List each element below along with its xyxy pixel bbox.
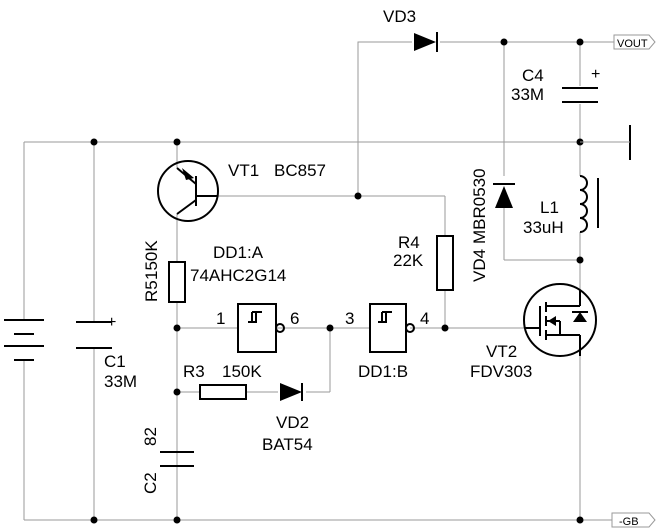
c4-polarity: +	[591, 66, 600, 83]
port-gb: -GB	[611, 512, 656, 528]
c4-value: 33M	[511, 85, 544, 104]
vd4-value: MBR0530	[470, 168, 489, 244]
diode-vd4: VD4 MBR0530	[470, 168, 515, 282]
r4-value: 22K	[393, 251, 424, 270]
resistor-r5: R5 150K	[142, 240, 186, 303]
battery-symbol	[4, 319, 44, 361]
c1-ref: C1	[104, 352, 126, 371]
gb-label: -GB	[619, 516, 639, 528]
mosfet-vt2: VT2 FDV303	[470, 283, 597, 381]
diode-vd2: VD2 BAT54	[262, 383, 313, 454]
vt1-ref: VT1	[228, 161, 259, 180]
l1-value: 33uH	[523, 218, 564, 237]
capacitor-c1: + C1 33M	[76, 314, 137, 391]
c1-polarity: +	[107, 314, 116, 331]
dd1a-pin1: 1	[216, 309, 225, 328]
gate-dd1a: DD1:A 74AHC2G14 1 6	[190, 243, 299, 353]
resistor-r3: R3 150K	[183, 362, 262, 400]
vd2-value: BAT54	[262, 435, 313, 454]
c4-ref: C4	[522, 66, 544, 85]
r5-ref: R5	[142, 280, 161, 302]
gate-dd1b: DD1:B 3 4	[345, 303, 429, 381]
vt1-value: BC857	[274, 161, 326, 180]
vd4-ref: VD4	[470, 249, 489, 282]
rail-terminal	[580, 125, 631, 160]
c2-ref: C2	[141, 472, 160, 494]
dd1a-ref: DD1:A	[213, 243, 264, 262]
r3-value: 150K	[222, 362, 262, 381]
dd1b-pin3: 3	[345, 309, 354, 328]
dd1a-value: 74AHC2G14	[190, 266, 286, 285]
transistor-vt1: VT1 BC857	[157, 160, 326, 222]
r3-ref: R3	[183, 362, 205, 381]
resistor-r4: R4 22K	[393, 233, 454, 291]
c1-value: 33M	[104, 372, 137, 391]
r5-value: 150K	[142, 240, 161, 280]
vt2-value: FDV303	[470, 362, 532, 381]
inductor-l1: L1 33uH	[523, 175, 599, 237]
wires	[23, 41, 614, 521]
capacitor-c2: 82 C2	[141, 427, 194, 494]
dd1b-ref: DD1:B	[358, 362, 408, 381]
vt2-ref: VT2	[486, 342, 517, 361]
junctions	[90, 38, 584, 524]
diode-vd3: VD3	[383, 7, 438, 52]
dd1b-pin4: 4	[420, 309, 429, 328]
r4-ref: R4	[398, 233, 420, 252]
capacitor-c4: + C4 33M	[511, 66, 600, 104]
port-vout: VOUT	[613, 34, 656, 50]
vd3-ref: VD3	[383, 7, 416, 26]
dd1a-pin6: 6	[290, 309, 299, 328]
vout-label: VOUT	[617, 38, 648, 50]
vd2-ref: VD2	[276, 413, 309, 432]
c2-value: 82	[141, 427, 160, 446]
l1-ref: L1	[540, 198, 559, 217]
